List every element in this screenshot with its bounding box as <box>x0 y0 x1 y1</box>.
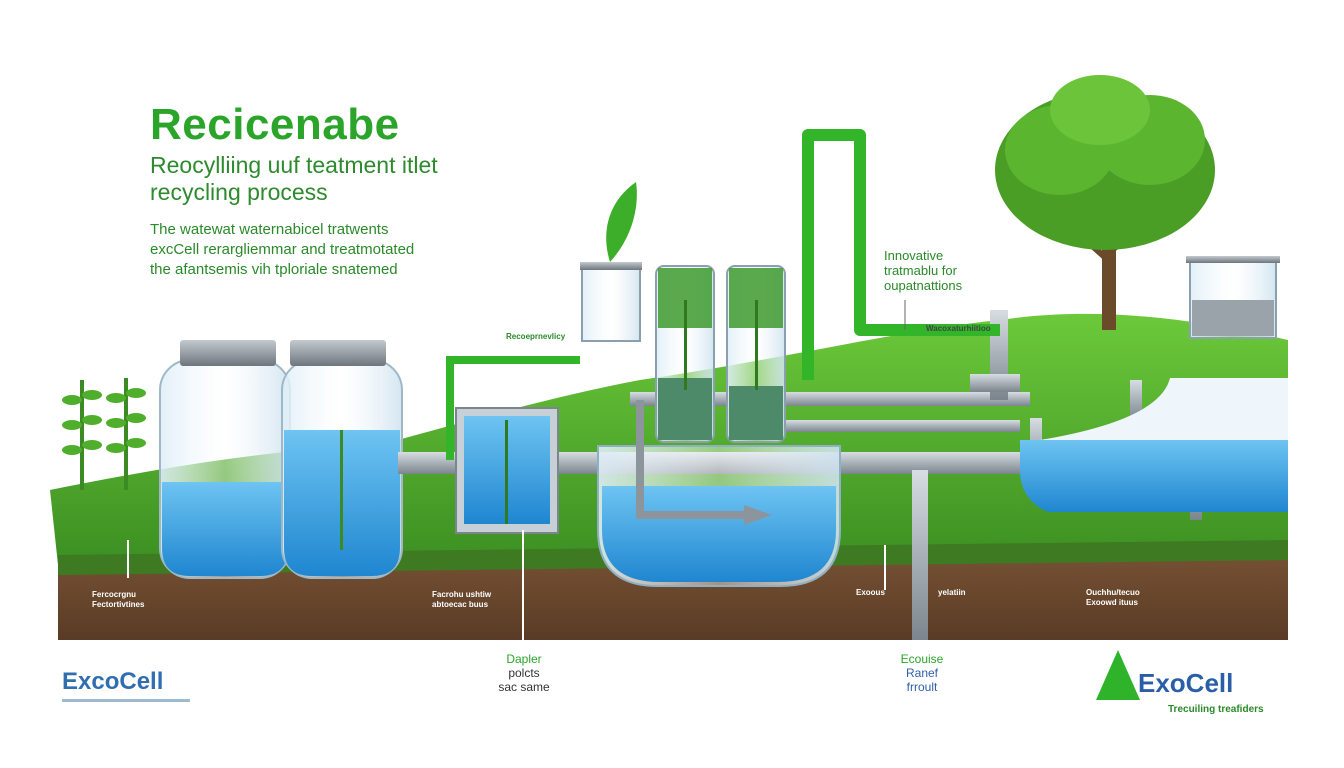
bottom-label-right-3: frroult <box>906 680 938 694</box>
bottom-label-left-1: Dapler <box>506 652 542 666</box>
description-line-2: excCell rerargliemmar and treatmotated <box>150 241 415 258</box>
soil-label-mid-1: Facrohu ushtiw <box>432 590 492 599</box>
green-pipe-left <box>446 356 580 460</box>
pipe-label-top: Recoeprnevlicy <box>506 332 566 341</box>
innovative-callout: Innovative tratmablu for oupatnattions <box>884 248 962 293</box>
glass-jar-right <box>281 340 403 579</box>
water-channel <box>1020 378 1288 512</box>
settling-basin <box>597 400 841 587</box>
tree-icon <box>995 75 1215 330</box>
innovative-line-2: tratmablu for <box>884 263 957 278</box>
filter-tank <box>455 407 559 534</box>
soil-label-mid: Facrohu ushtiw abtoecac buus <box>432 590 491 610</box>
pipe-label-right: Wacoxaturhiitioo <box>926 324 991 333</box>
innovative-line-1: Innovative <box>884 248 944 263</box>
bottom-label-left-3: sac same <box>498 680 550 694</box>
leaf-beaker <box>580 182 642 342</box>
soil-label-center: Exoous <box>856 588 885 597</box>
soil-label-mid-2: abtoecac buus <box>432 600 489 609</box>
description: The watewat waternabicel tratwents excCe… <box>150 220 550 280</box>
logo-right: ExoCell <box>1138 668 1234 698</box>
innovative-line-3: oupatnattions <box>884 278 963 293</box>
soil-label-right: Ouchhu/tecuo Exoowd ituus <box>1086 588 1140 608</box>
test-tube-right <box>726 265 786 443</box>
bottom-label-left-2: polcts <box>508 666 540 680</box>
bottom-label-left: Dapler polcts sac same <box>484 652 564 694</box>
description-line-3: the afantsemis vih tploriale snatemed <box>150 261 398 278</box>
page-subtitle: Reocylliing uuf teatment itlet recycling… <box>150 152 550 206</box>
soil-label-right-2: Exoowd ituus <box>1086 598 1138 607</box>
right-beaker <box>1186 256 1280 339</box>
page-title: Recicenabe <box>150 100 400 149</box>
logo-right-tagline: Trecuiling treafiders <box>1168 704 1264 715</box>
flow-arrow-icon <box>744 505 772 525</box>
soil-label-right-1: Ouchhu/tecuo <box>1086 588 1140 597</box>
bottom-label-right: Ecouise Ranef frroult <box>880 652 964 694</box>
leaf-logo-icon <box>1096 650 1140 700</box>
subtitle-line-1: Reocylliing uuf teatment itlet <box>150 152 438 178</box>
description-line-1: The watewat waternabicel tratwents <box>150 221 389 238</box>
left-plants-icon <box>62 378 146 490</box>
bottom-label-right-1: Ecouise <box>900 652 944 666</box>
soil-label-left-1: Fercocrgnu <box>92 590 137 599</box>
logo-left-underline <box>62 699 190 702</box>
green-pipe-top <box>802 129 1000 380</box>
test-tube-left <box>655 265 715 443</box>
soil-label-left-2: Fectortivtines <box>92 600 145 609</box>
soil-label-center-2: yelatiin <box>938 588 966 597</box>
glass-jar-left <box>159 340 291 579</box>
soil-label-left: Fercocrgnu Fectortivtines <box>92 590 144 610</box>
logo-left: ExcoCell <box>62 668 164 695</box>
subtitle-line-2: recycling process <box>150 179 328 205</box>
bottom-label-right-2: Ranef <box>905 666 939 680</box>
